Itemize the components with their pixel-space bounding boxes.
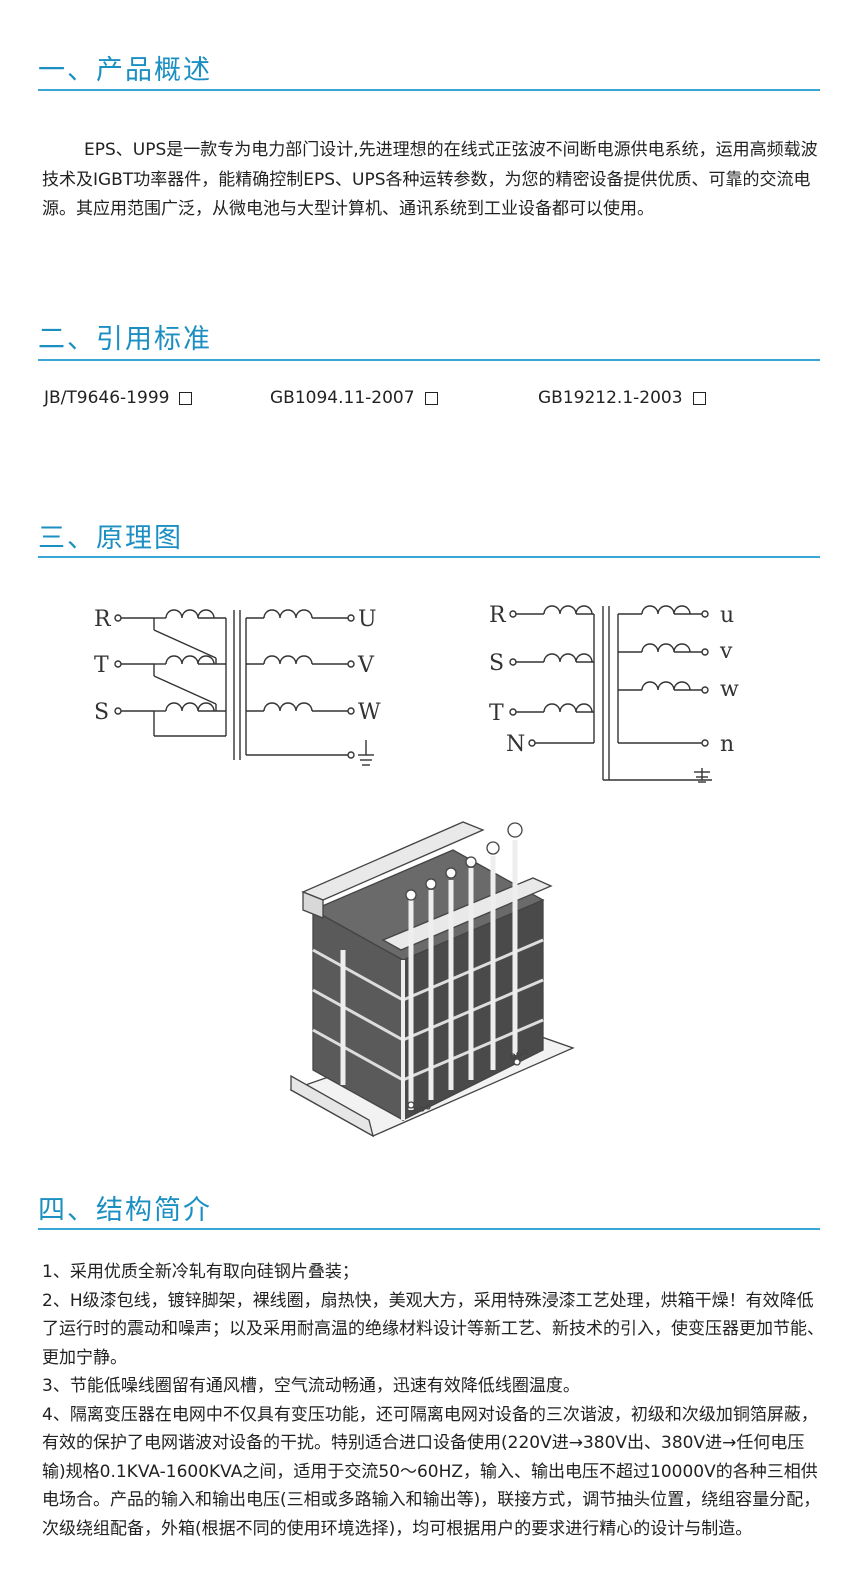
standard-code: GB19212.1-2003 bbox=[538, 388, 683, 408]
input-label: T bbox=[489, 701, 504, 726]
section-title-standards: 二、引用标准 bbox=[38, 324, 212, 355]
checkbox-icon bbox=[179, 391, 193, 405]
right-schematic-diagram: R S T N u v w n bbox=[489, 603, 739, 783]
output-label: n bbox=[720, 732, 734, 757]
standard-item: GB19212.1-2003 bbox=[538, 388, 706, 408]
overview-paragraph: EPS、UPS是一款专为电力部门设计,先进理想的在线式正弦波不间断电源供电系统，… bbox=[42, 140, 818, 219]
standard-code: GB1094.11-2007 bbox=[270, 388, 415, 408]
output-label: u bbox=[720, 603, 734, 628]
structure-list: 1、采用优质全新冷轧有取向硅钢片叠装； 2、H级漆包线，镀锌脚架，裸线圈，扇热快… bbox=[42, 1258, 824, 1543]
input-label: S bbox=[94, 700, 109, 725]
input-label: N bbox=[506, 732, 525, 757]
checkbox-icon bbox=[692, 391, 706, 405]
standard-item: GB1094.11-2007 bbox=[270, 388, 438, 408]
list-item: 3、节能低噪线圈留有通风槽，空气流动畅通，迅速有效降低线圈温度。 bbox=[42, 1376, 580, 1396]
list-item: 1、采用优质全新冷轧有取向硅钢片叠装； bbox=[42, 1262, 359, 1282]
list-item: 4、隔离变压器在电网中不仅具有变压功能，还可隔离电网对设备的三次谐波，初级和次级… bbox=[42, 1404, 821, 1539]
section-title-overview: 一、产品概述 bbox=[38, 55, 212, 86]
section-title-structure: 四、结构简介 bbox=[38, 1195, 212, 1226]
standard-code: JB/T9646-1999 bbox=[44, 388, 170, 408]
input-label: T bbox=[94, 653, 109, 678]
output-label: W bbox=[358, 700, 381, 725]
checkbox-icon bbox=[424, 391, 438, 405]
section-title-diagram: 三、原理图 bbox=[38, 523, 183, 554]
left-schematic-diagram: R T S U V W bbox=[94, 607, 381, 766]
list-item: 2、H级漆包线，镀锌脚架，裸线圈，扇热快，美观大方，采用特殊浸漆工艺处理，烘箱干… bbox=[42, 1290, 824, 1368]
section-divider bbox=[38, 359, 820, 361]
section-divider bbox=[38, 556, 820, 558]
input-label: S bbox=[489, 651, 504, 676]
output-label: v bbox=[719, 639, 733, 664]
standard-item: JB/T9646-1999 bbox=[44, 388, 193, 408]
input-label: R bbox=[489, 603, 507, 628]
output-label: w bbox=[720, 677, 739, 702]
section-divider bbox=[38, 89, 820, 91]
section-divider bbox=[38, 1228, 820, 1230]
input-label: R bbox=[94, 607, 112, 632]
output-label: U bbox=[358, 607, 377, 632]
output-label: V bbox=[357, 653, 375, 678]
transformer-illustration bbox=[289, 821, 575, 1138]
